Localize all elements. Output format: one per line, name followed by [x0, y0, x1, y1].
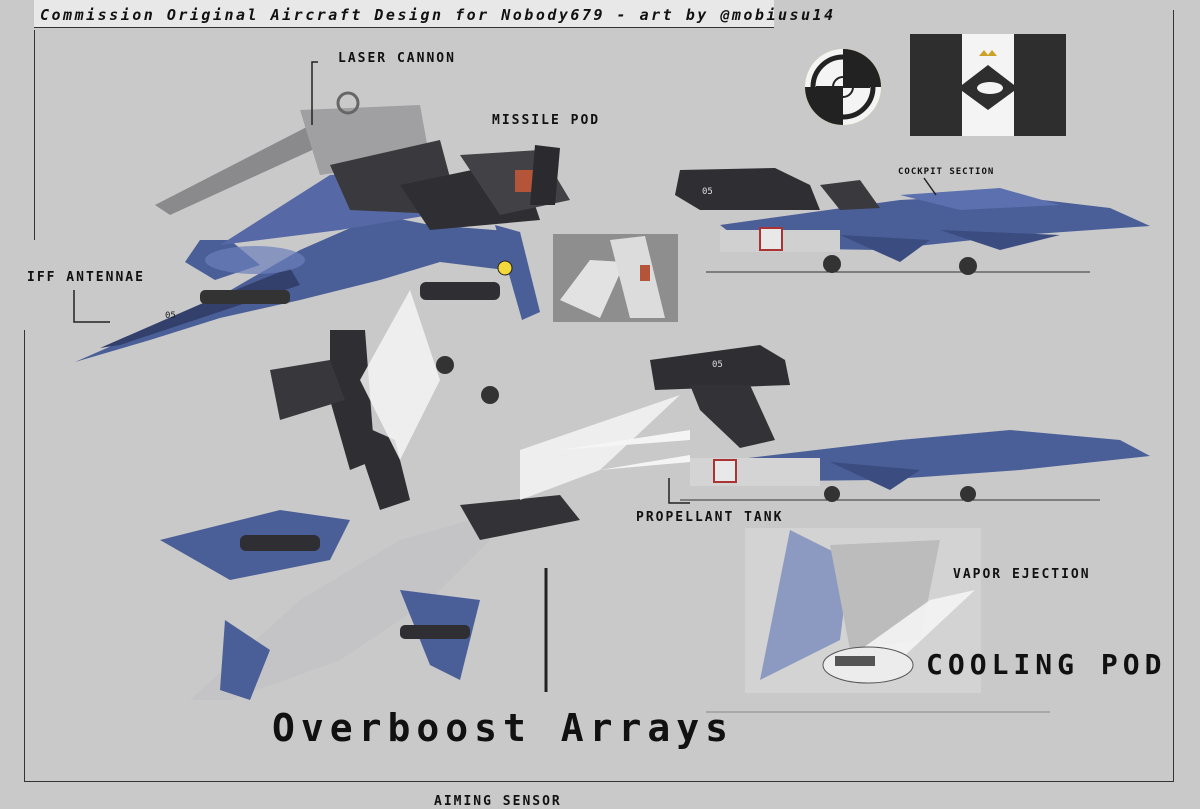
side-view-overboost-aircraft: 05 [560, 345, 1150, 502]
cockpit-section-label: COCKPIT SECTION [898, 167, 995, 177]
fuselage-number-overboost: 05 [712, 360, 723, 370]
laser-cannon-label: LASER CANNON [338, 51, 456, 66]
sheet-title: Commission Original Aircraft Design for … [40, 6, 836, 24]
raven-flag-icon [910, 34, 1066, 136]
callout-leaders [73, 61, 1050, 713]
frame-left-line [34, 30, 35, 240]
detail-thumbnail [553, 234, 678, 322]
frame-bottom-line [24, 781, 1174, 782]
header-bar [34, 0, 774, 28]
frame-top-line [34, 27, 774, 28]
overboost-perspective-aircraft [160, 290, 680, 700]
frame-right-line [1173, 10, 1174, 782]
propellant-tank-label: PROPELLANT TANK [636, 510, 784, 525]
vapor-ejection-panel [745, 528, 981, 693]
cooling-pod-label: COOLING POD [926, 648, 1167, 681]
vapor-ejection-label: VAPOR EJECTION [953, 567, 1091, 582]
crown-icon [979, 50, 997, 56]
fuselage-number-side: 05 [702, 187, 713, 197]
overboost-arrays-title: Overboost Arrays [272, 706, 735, 750]
iff-antennae-label: IFF ANTENNAE [27, 270, 145, 285]
side-view-aircraft: 05 [675, 168, 1150, 275]
frame-left-lower-line [24, 330, 25, 782]
fuselage-number-main: 05 [165, 311, 176, 321]
main-aircraft: 05 [75, 91, 570, 362]
aiming-sensor-label-cutoff: AIMING SENSOR [434, 794, 562, 809]
missile-pod-label: MISSILE POD [492, 113, 601, 128]
roundel-icon [805, 49, 881, 125]
